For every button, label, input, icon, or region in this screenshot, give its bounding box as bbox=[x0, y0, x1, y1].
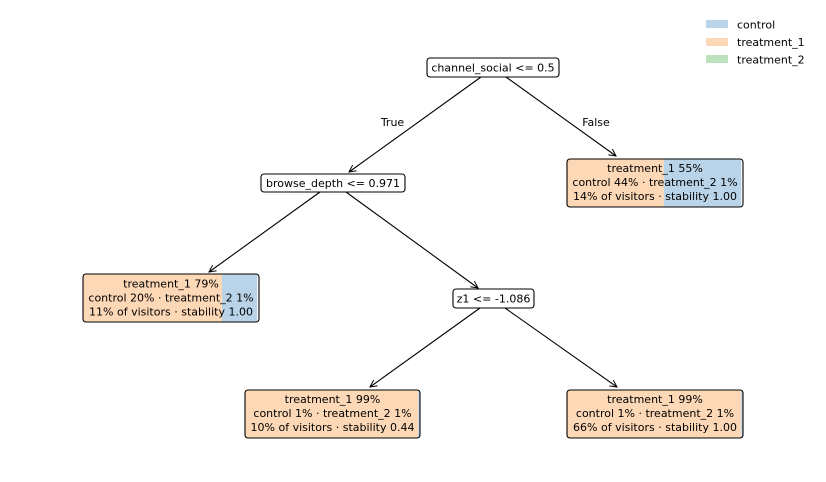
legend-swatch-treatment-1 bbox=[706, 38, 728, 46]
leaf-node-false-branch: treatment_1 55% control 44% · treatment_… bbox=[566, 158, 744, 208]
split-node-label: z1 <= -1.086 bbox=[457, 293, 531, 306]
leaf-node-z1-left: treatment_1 99% control 1% · treatment_2… bbox=[244, 389, 421, 439]
leaf-line-shares: control 44% · treatment_2 1% bbox=[572, 176, 737, 189]
leaf-share-treatment-1 bbox=[567, 390, 742, 438]
edge-z1-to-leaf-left bbox=[370, 307, 481, 387]
leaf-share-control bbox=[663, 159, 742, 207]
legend-item-treatment-2: treatment_2 bbox=[706, 54, 805, 67]
legend-label-control: control bbox=[737, 19, 775, 32]
edge-browse-to-z1 bbox=[345, 191, 478, 288]
leaf-share-control bbox=[418, 390, 420, 438]
leaf-line-visitors: 11% of visitors · stability 1.00 bbox=[89, 306, 253, 319]
edge-root-to-browse bbox=[349, 76, 482, 172]
edge-z1-to-leaf-right bbox=[504, 307, 617, 387]
leaf-node-z1-right: treatment_1 99% control 1% · treatment_2… bbox=[566, 389, 744, 439]
edge-root-to-leaf-false bbox=[505, 76, 616, 156]
leaf-share-treatment-1 bbox=[245, 390, 419, 438]
leaf-line-winner: treatment_1 79% bbox=[123, 278, 219, 291]
legend-swatch-control bbox=[706, 20, 728, 28]
split-node-channel-social: channel_social <= 0.5 bbox=[426, 57, 560, 78]
leaf-node-browse-left: treatment_1 79% control 20% · treatment_… bbox=[82, 273, 260, 323]
split-node-label: browse_depth <= 0.971 bbox=[266, 177, 400, 190]
leaf-share-treatment-1 bbox=[567, 159, 664, 207]
split-node-label: channel_social <= 0.5 bbox=[431, 62, 554, 75]
leaf-line-visitors: 14% of visitors · stability 1.00 bbox=[573, 190, 737, 203]
edge-label-false: False bbox=[582, 116, 610, 129]
leaf-line-winner: treatment_1 99% bbox=[607, 393, 703, 406]
leaf-line-shares: control 1% · treatment_2 1% bbox=[576, 407, 734, 420]
leaf-share-control bbox=[741, 390, 743, 438]
leaf-share-control bbox=[222, 274, 258, 322]
leaf-share-treatment-1 bbox=[83, 274, 223, 322]
leaf-line-winner: treatment_1 99% bbox=[285, 393, 381, 406]
legend: control treatment_1 treatment_2 bbox=[706, 19, 805, 67]
leaf-line-visitors: 66% of visitors · stability 1.00 bbox=[573, 421, 737, 434]
legend-label-treatment-2: treatment_2 bbox=[737, 54, 805, 67]
edge-browse-to-leaf-left bbox=[209, 191, 321, 272]
legend-label-treatment-1: treatment_1 bbox=[737, 36, 805, 49]
leaf-line-shares: control 20% · treatment_2 1% bbox=[88, 292, 253, 305]
legend-item-control: control bbox=[706, 19, 775, 32]
leaf-line-shares: control 1% · treatment_2 1% bbox=[253, 407, 411, 420]
edge-label-true: True bbox=[380, 116, 405, 129]
split-node-z1: z1 <= -1.086 bbox=[452, 288, 535, 309]
leaf-line-visitors: 10% of visitors · stability 0.44 bbox=[251, 421, 415, 434]
split-node-browse-depth: browse_depth <= 0.971 bbox=[260, 173, 406, 193]
leaf-line-winner: treatment_1 55% bbox=[607, 162, 703, 175]
legend-item-treatment-1: treatment_1 bbox=[706, 36, 805, 49]
legend-swatch-treatment-2 bbox=[706, 55, 728, 63]
